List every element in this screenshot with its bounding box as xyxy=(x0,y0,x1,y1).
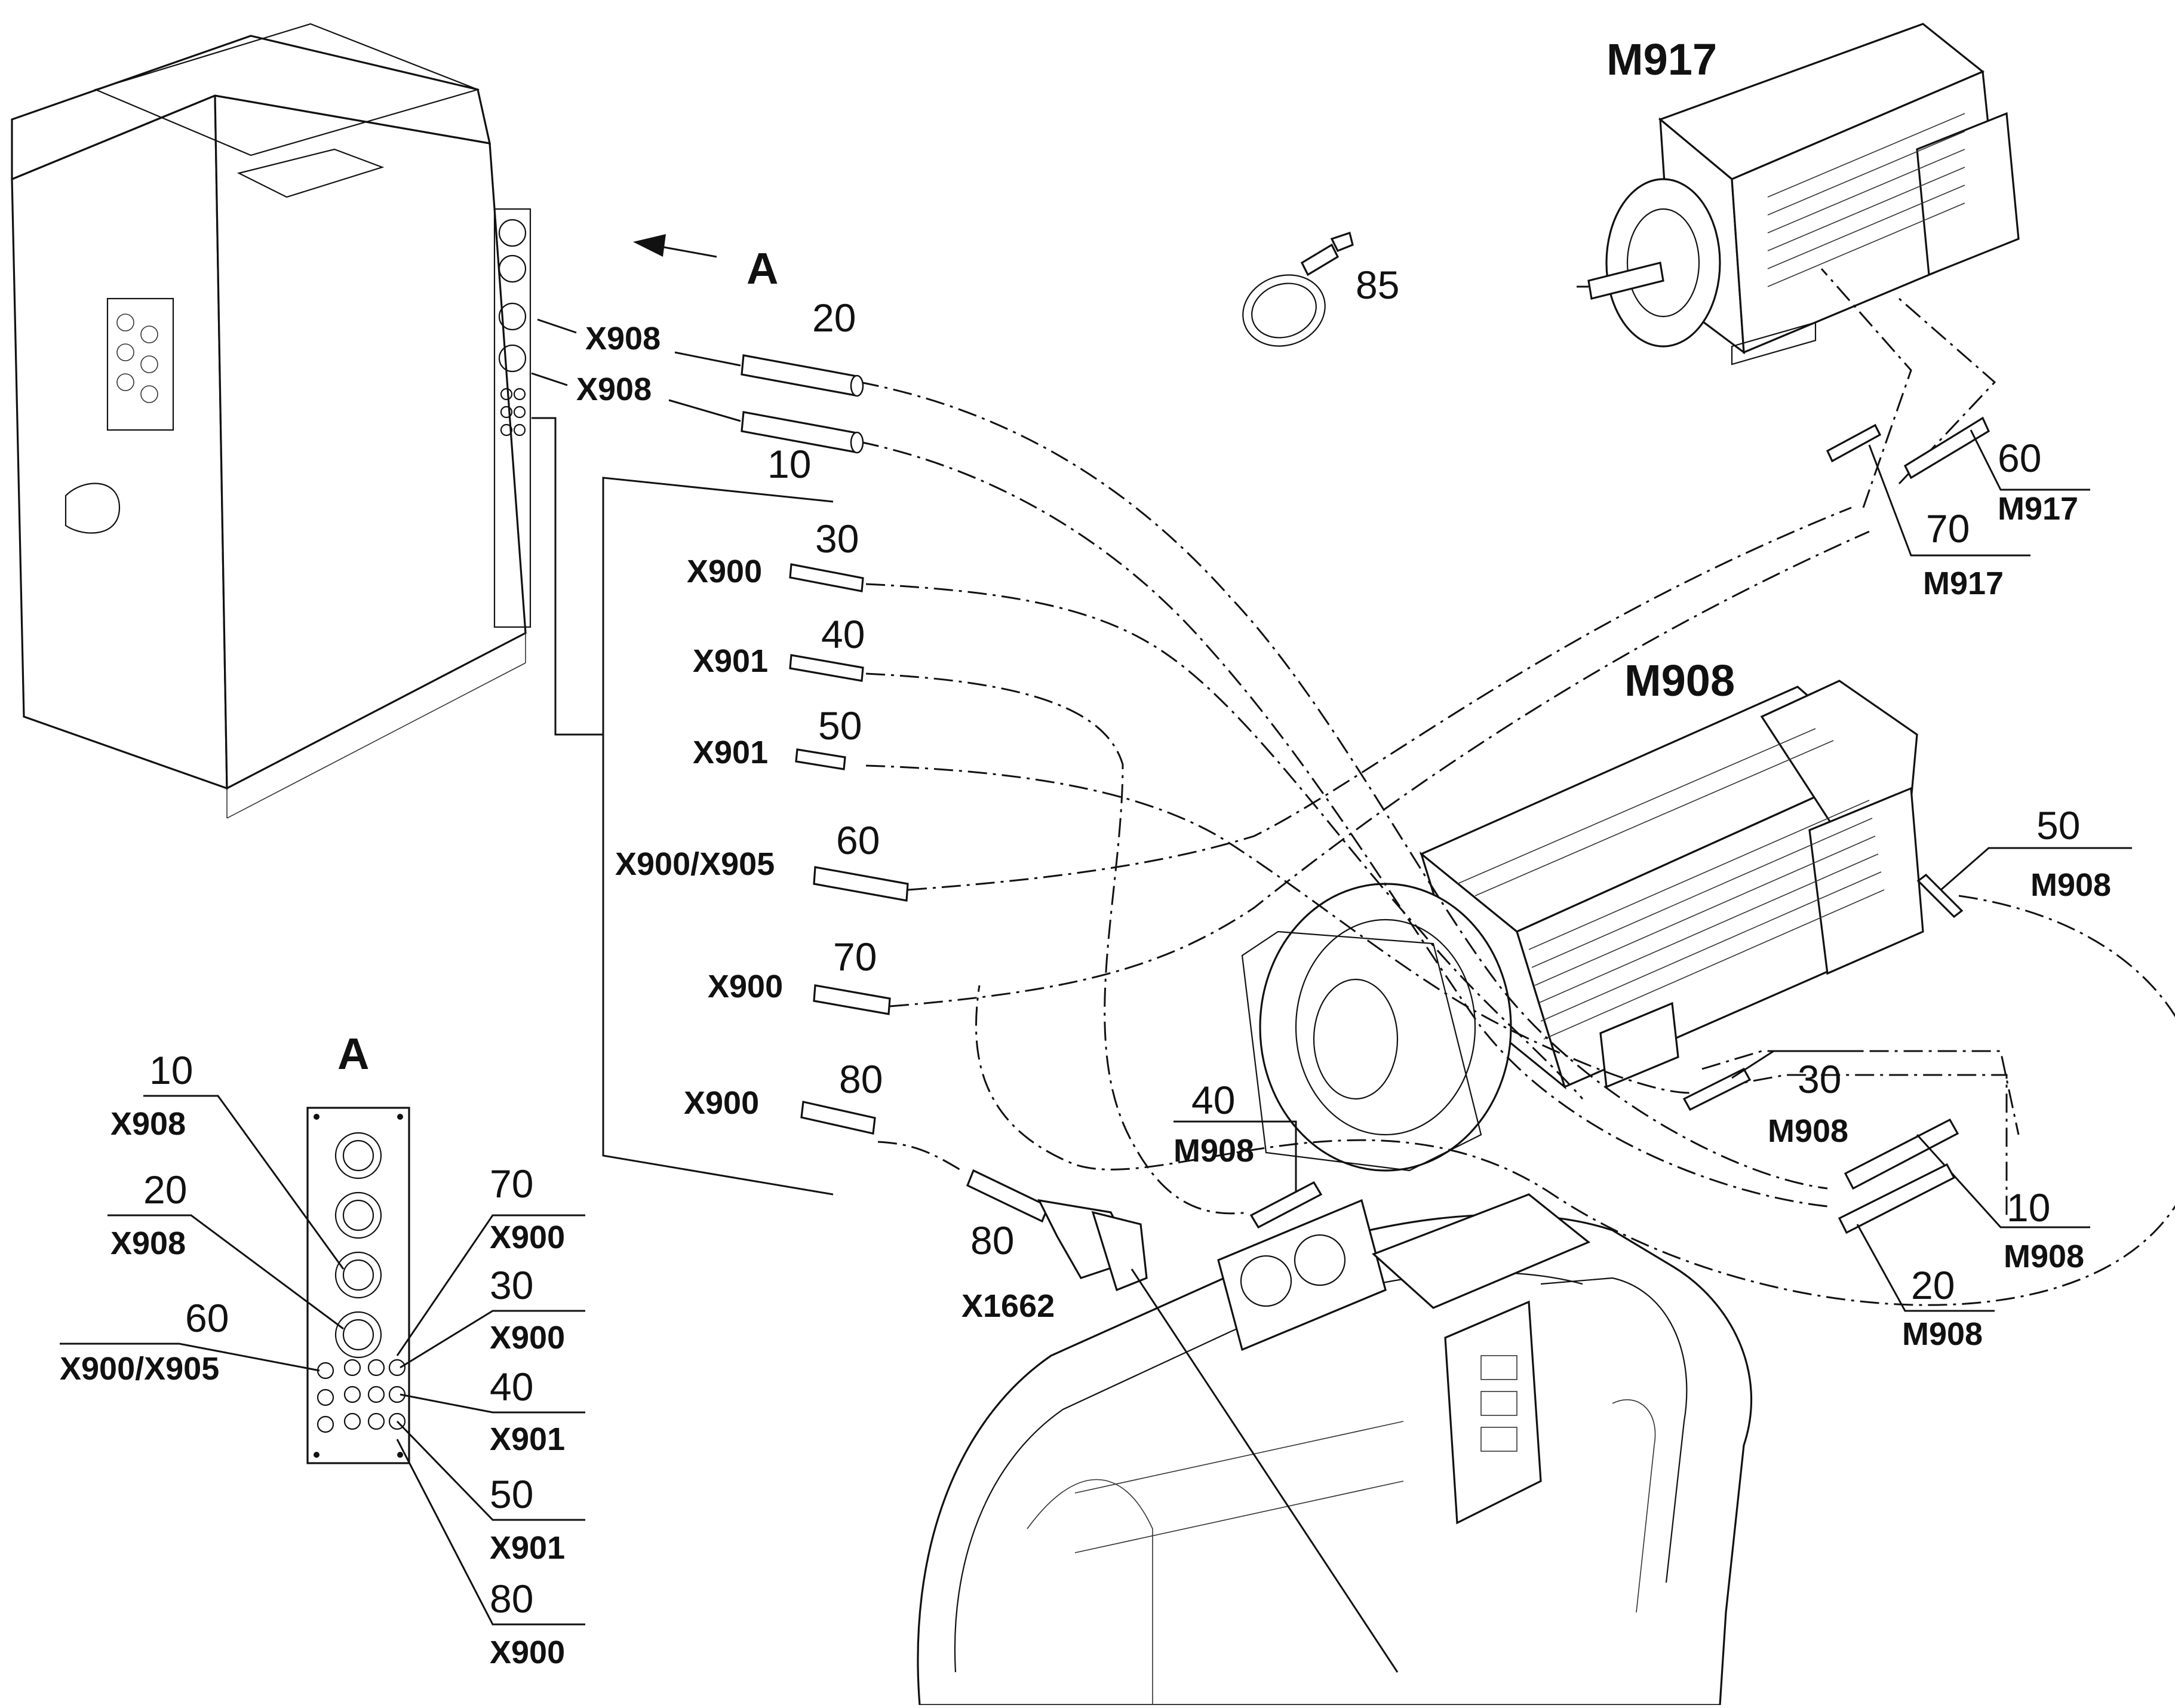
m917-title: M917 xyxy=(1606,35,1717,84)
m908-end-number: 20 xyxy=(1911,1263,1955,1307)
tie-number: 85 xyxy=(1356,263,1399,307)
view-arrow-label: A xyxy=(746,244,778,293)
detail-code: X900 xyxy=(490,1320,565,1356)
m917-cable-ends: 60 M917 70 M917 xyxy=(1826,416,2090,601)
detail-number: 80 xyxy=(490,1577,533,1621)
detail-code: X900 xyxy=(490,1635,565,1670)
sleeve-number: 40 xyxy=(821,612,865,656)
sleeve-x908-10: 10 X908 xyxy=(531,371,864,486)
sleeve-code: X908 xyxy=(576,371,652,407)
sleeve-number: 70 xyxy=(833,935,877,979)
electrical-cabinet xyxy=(11,23,603,819)
sleeve-x900-x905-60: 60 X900/X905 xyxy=(615,818,909,902)
detail-code: X901 xyxy=(490,1530,565,1566)
sleeve-x901-40: 40 X901 xyxy=(693,612,865,682)
machine-body xyxy=(917,1193,1753,1706)
detail-code: X901 xyxy=(490,1421,565,1457)
detail-number: 30 xyxy=(490,1263,533,1307)
detail-view-a: A 10 X908 20 X908 60 X900/X905 70 X900 xyxy=(60,1029,585,1670)
detail-number: 10 xyxy=(149,1048,193,1092)
motor-m917: M917 xyxy=(1587,23,2020,365)
m908-end-number: 50 xyxy=(2036,803,2080,847)
sleeve-number: 10 xyxy=(767,442,811,486)
m917-end-code: M917 xyxy=(1923,566,2004,601)
sleeve-number: 20 xyxy=(812,296,856,340)
m908-end-code: M908 xyxy=(2030,867,2111,903)
detail-number: 70 xyxy=(490,1162,533,1206)
m908-end-code: M908 xyxy=(1768,1113,1848,1149)
sleeve-number: 50 xyxy=(818,704,862,748)
detail-code: X908 xyxy=(110,1106,186,1142)
m908-end-code: M908 xyxy=(1173,1133,1254,1169)
sleeve-x900-30: 30 X900 xyxy=(687,517,864,592)
sleeve-x900-70: 70 X900 xyxy=(708,935,891,1015)
detail-number: 20 xyxy=(143,1168,187,1212)
cable-sleeves: 20 X908 10 X908 30 X900 40 X901 50 X901 xyxy=(531,296,909,1135)
view-arrow-a: A xyxy=(633,234,778,293)
plug-code: X1662 xyxy=(961,1288,1055,1324)
cable-set-bracket xyxy=(602,477,834,1196)
m908-end-code: M908 xyxy=(2004,1239,2084,1274)
detail-number: 50 xyxy=(490,1472,533,1516)
detail-number: 40 xyxy=(490,1365,533,1409)
sleeve-x900-80: 80 X900 xyxy=(684,1057,883,1135)
sleeve-code: X901 xyxy=(693,735,768,770)
sleeve-x901-50: 50 X901 xyxy=(693,704,862,770)
sleeve-code: X900/X905 xyxy=(615,846,775,882)
detail-view-title: A xyxy=(337,1029,369,1079)
cable-routes xyxy=(859,268,2175,1306)
sleeve-code: X900 xyxy=(684,1085,759,1121)
m917-end-number: 60 xyxy=(1998,436,2041,480)
sleeve-number: 60 xyxy=(836,818,880,862)
m917-end-code: M917 xyxy=(1998,491,2078,527)
m908-end-number: 10 xyxy=(2007,1185,2050,1230)
m908-title: M908 xyxy=(1624,656,1735,705)
sleeve-x908-20: 20 X908 xyxy=(537,296,864,397)
m917-end-number: 70 xyxy=(1926,506,1970,551)
sleeve-number: 80 xyxy=(839,1057,883,1101)
sleeve-code: X908 xyxy=(585,321,661,357)
detail-code: X900/X905 xyxy=(60,1351,219,1387)
m908-end-code: M908 xyxy=(1902,1316,1983,1352)
m908-end-number: 30 xyxy=(1798,1057,1841,1101)
sleeve-code: X900 xyxy=(708,969,783,1004)
sleeve-code: X900 xyxy=(687,554,762,589)
sleeve-number: 30 xyxy=(815,517,859,561)
cable-tie: 85 xyxy=(1242,231,1399,347)
sleeve-code: X901 xyxy=(693,643,768,679)
motor-m908: M908 xyxy=(1241,656,1924,1172)
detail-number: 60 xyxy=(185,1296,229,1340)
detail-code: X900 xyxy=(490,1219,565,1255)
plug-x1662: 80 X1662 xyxy=(961,1169,1399,1673)
m908-cable-ends: 50 M908 30 M908 40 M908 10 M908 20 M908 xyxy=(1173,803,2132,1352)
m908-end-number: 40 xyxy=(1191,1078,1235,1122)
detail-code: X908 xyxy=(110,1225,186,1261)
plug-number: 80 xyxy=(970,1218,1014,1262)
